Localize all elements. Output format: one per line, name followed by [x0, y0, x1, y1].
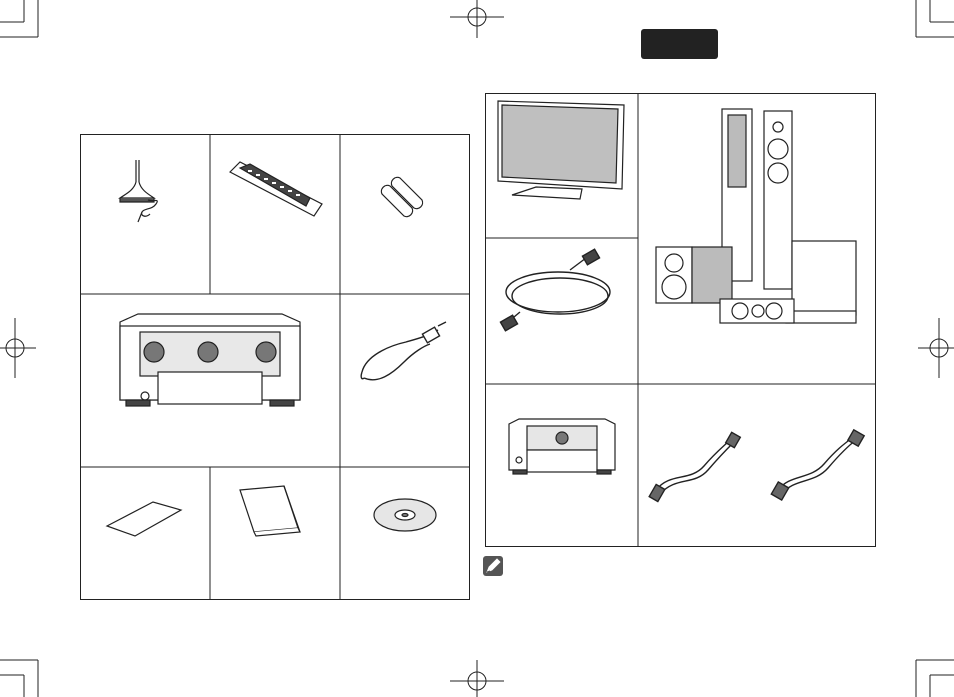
sheet-icon — [105, 501, 183, 537]
pencil-note-icon — [483, 556, 503, 576]
remote-control-icon — [228, 161, 323, 217]
batteries-icon — [380, 176, 424, 218]
microphone-icon — [118, 160, 158, 223]
av-receiver-icon — [119, 313, 301, 407]
speaker-system-icon — [655, 108, 857, 324]
audio-cables-icon — [648, 428, 866, 503]
tv-icon — [497, 100, 625, 200]
language-tab — [641, 29, 718, 59]
power-amplifier-icon — [508, 418, 616, 475]
cd-rom-icon — [373, 498, 437, 532]
hdmi-cable-icon — [499, 248, 611, 332]
power-cord-icon — [360, 321, 447, 381]
manual-booklet-icon — [239, 485, 301, 537]
